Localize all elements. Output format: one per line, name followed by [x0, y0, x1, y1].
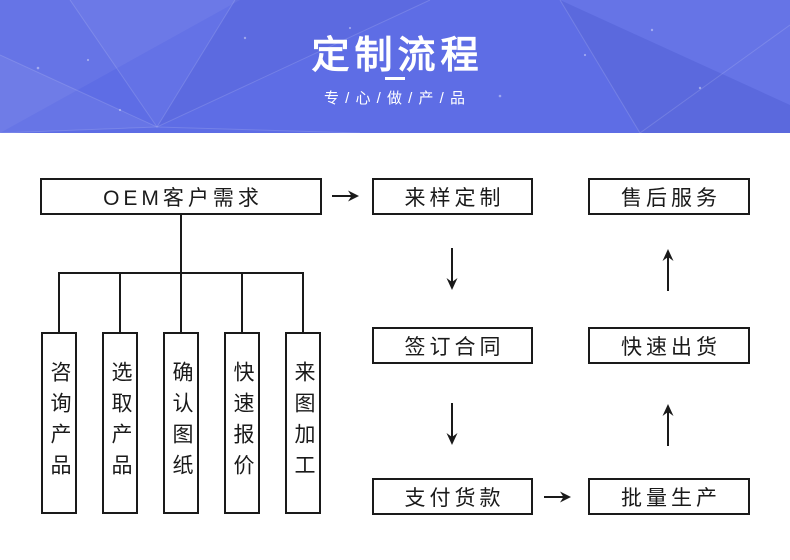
connector-drop-line-5	[302, 272, 304, 332]
header-bg-pattern	[0, 0, 790, 133]
node-fast-shipping: 快速出货	[588, 327, 750, 364]
connector-drop-line-1	[58, 272, 60, 332]
arrow-right-icon	[544, 491, 571, 503]
node-sample-customization: 来样定制	[372, 178, 533, 215]
connector-drop-line-4	[241, 272, 243, 332]
connector-drop-line-2	[119, 272, 121, 332]
arrow-down-icon	[446, 248, 458, 290]
arrow-right-icon	[332, 190, 359, 202]
title-underline	[385, 77, 405, 80]
node-substep-quick-quote: 快速报价	[224, 332, 260, 514]
node-payment: 支付货款	[372, 478, 533, 515]
node-oem-customer-needs: OEM客户需求	[40, 178, 322, 215]
node-substep-confirm-drawing: 确认图纸	[163, 332, 199, 514]
arrow-down-icon	[446, 403, 458, 445]
node-substep-select-product: 选取产品	[102, 332, 138, 514]
arrow-up-icon	[662, 249, 674, 291]
connector-drop-line-3	[180, 272, 182, 332]
header-banner: 定制流程 专 / 心 / 做 / 产 / 品	[0, 0, 790, 133]
node-substep-consult-product: 咨询产品	[41, 332, 77, 514]
page-title: 定制流程	[311, 35, 484, 77]
node-after-sales-service: 售后服务	[588, 178, 750, 215]
node-mass-production: 批量生产	[588, 478, 750, 515]
node-sign-contract: 签订合同	[372, 327, 533, 364]
connector-stem-line	[180, 215, 182, 273]
node-substep-process-from-drawing: 来图加工	[285, 332, 321, 514]
arrow-up-icon	[662, 404, 674, 446]
page-subtitle: 专 / 心 / 做 / 产 / 品	[323, 90, 466, 107]
